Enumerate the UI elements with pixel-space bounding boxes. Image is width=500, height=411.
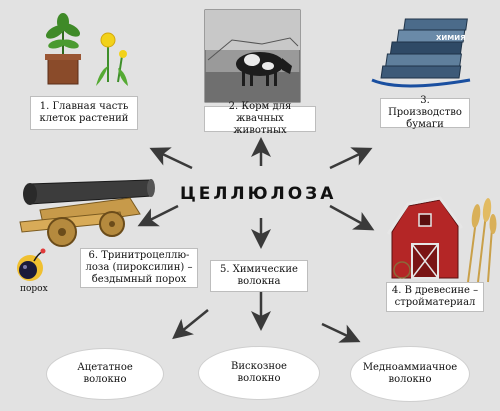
use-box-wood: 4. В древесине – стройматериал (386, 282, 484, 312)
arrow-to-gunpowder (137, 204, 179, 227)
fiber-oval-viscose: Вискозное волокно (198, 346, 320, 400)
arrow-to-cuprammonium (321, 322, 361, 343)
arrow-to-paper (329, 147, 373, 170)
use-line: лоза (пироксилин) – (85, 262, 193, 273)
use-line: 3. Производство (388, 95, 462, 118)
use-line: стройматериал (394, 297, 476, 308)
plants-illustration (45, 13, 128, 86)
use-box-chemical-fibers: 5. Химические волокна (210, 260, 308, 292)
use-line: 2. Корм для жвачных (228, 101, 292, 124)
arrow-to-plants (149, 147, 193, 170)
use-box-animal-feed: 2. Корм для жвачных животных (204, 101, 316, 136)
use-line: волокна (237, 276, 281, 287)
use-box-gunpowder: 6. Тринитроцеллю- лоза (пироксилин) – бе… (80, 248, 198, 288)
arrow-to-wood (329, 204, 375, 231)
use-line: клеток растений (39, 113, 129, 124)
fiber-line: волокно (388, 374, 432, 385)
arrows (137, 137, 375, 343)
use-line: бездымный порох (91, 274, 187, 285)
use-box-paper: 3. Производство бумаги (380, 95, 470, 130)
cow-photo (204, 9, 301, 103)
use-line: 1. Главная часть (39, 101, 129, 112)
fiber-line: Ацетатное волокно (77, 362, 133, 385)
fiber-line: Вискозное волокно (231, 361, 287, 384)
fiber-oval-cuprammonium: Медноаммиачное волокно (350, 346, 470, 402)
wheat-illustration (467, 198, 497, 283)
fiber-oval-acetate: Ацетатное волокно (46, 348, 164, 400)
use-line: 6. Тринитроцеллю- (88, 250, 190, 261)
use-box-plant-cells: 1. Главная часть клеток растений (30, 96, 138, 130)
books-illustration: ХИМИЯ (371, 18, 471, 88)
fiber-line: Медноаммиачное (362, 362, 458, 373)
diagram-title: ЦЕЛЛЮЛОЗА (180, 184, 337, 204)
use-line: 5. Химические (220, 264, 298, 275)
arrow-to-acetate (172, 309, 209, 340)
gunpowder-label: порох (20, 284, 48, 294)
use-line: животных (233, 125, 287, 136)
bomb-icon (17, 248, 46, 281)
barn-illustration (386, 196, 464, 279)
use-line: бумаги (406, 119, 444, 130)
cannon-illustration (19, 179, 155, 247)
books-label: ХИМИЯ (436, 34, 465, 42)
use-line: 4. В древесине – (391, 285, 479, 296)
